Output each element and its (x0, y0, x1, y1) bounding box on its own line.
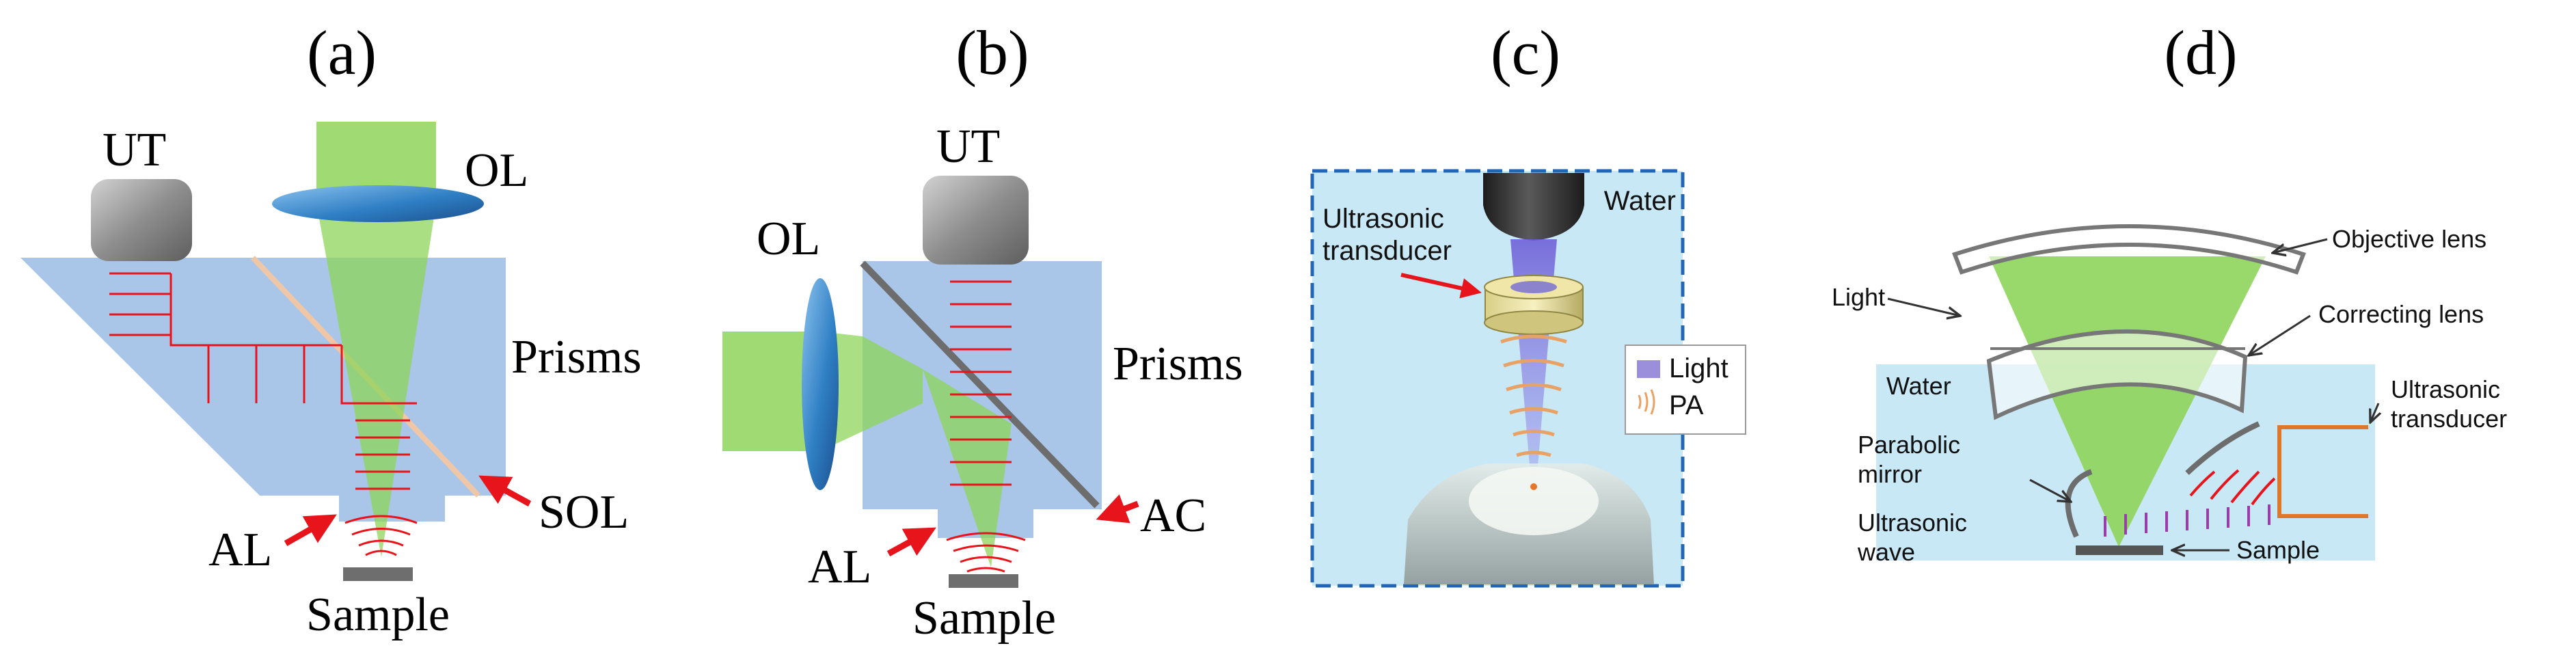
sample-top-c (1469, 467, 1599, 535)
panel-c-tag: (c) (1491, 18, 1560, 87)
beam-b-cone (923, 369, 1012, 567)
label-prisms-b: Prisms (1113, 338, 1243, 390)
objective-c-icon (1483, 173, 1584, 241)
ring-transducer-icon (1484, 275, 1584, 335)
label-transducer-c-1: Ultrasonic (1323, 204, 1444, 234)
label-correcting-lens: Correcting lens (2318, 300, 2484, 328)
focus-point-c (1530, 483, 1537, 490)
label-sample-a: Sample (306, 589, 450, 641)
light-cone-d (1989, 256, 2266, 547)
legend-c: Light PA (1625, 345, 1746, 435)
acoustic-coupler (860, 260, 1100, 509)
label-prisms-a: Prisms (511, 331, 642, 383)
label-ol-a: OL (465, 144, 528, 197)
legend-light: Light (1669, 353, 1728, 383)
sample-a (343, 567, 413, 581)
reflected-wave-d (2189, 469, 2276, 506)
transducer-a-icon (91, 179, 192, 261)
ultrasonic-transducer-d-icon (2277, 425, 2368, 518)
label-sample-d: Sample (2236, 536, 2320, 564)
panel-a: (a) (21, 18, 642, 641)
label-ol-b: OL (757, 213, 820, 265)
acoustic-path-b (946, 280, 1026, 573)
transducer-b-icon (923, 176, 1029, 265)
label-transducer-d-1: Ultrasonic (2391, 375, 2500, 403)
sample-b (949, 574, 1018, 588)
label-ut-a: UT (103, 124, 166, 176)
label-ut-b: UT (936, 120, 1000, 173)
panel-d-tag: (d) (2164, 18, 2237, 87)
sol-arrow (478, 475, 532, 507)
label-light-d: Light (1832, 283, 1885, 311)
objective-lens-d-icon (1952, 224, 2306, 275)
label-objective-lens: Objective lens (2332, 225, 2486, 253)
transducer-arrow-d (2370, 403, 2378, 422)
objective-lens-a-icon (272, 185, 484, 222)
acoustic-path-a (109, 272, 418, 556)
panel-a-tag: (a) (307, 18, 377, 87)
label-transducer-d-2: transducer (2391, 405, 2507, 433)
panel-b: (b) (722, 18, 1243, 645)
panel-d: (d) (1832, 18, 2507, 566)
label-sample-b: Sample (912, 592, 1056, 645)
transducer-arrow-c (1400, 273, 1482, 299)
legend-pa: PA (1669, 390, 1704, 420)
prism-a (21, 258, 506, 496)
panel-c: (c) Li (1310, 18, 1746, 588)
label-mirror-1: Parabolic (1858, 431, 1960, 459)
label-water-c: Water (1604, 186, 1676, 216)
beam-b-path (820, 332, 923, 451)
mirror-reflector-top (2185, 421, 2260, 475)
al-arrow-b (886, 527, 936, 556)
label-wave-1: Ultrasonic (1858, 509, 1967, 537)
objective-lens-b-icon (802, 278, 839, 490)
label-mirror-2: mirror (1858, 460, 1922, 488)
panel-b-tag: (b) (955, 18, 1029, 87)
legend-pa-swatch (1638, 389, 1655, 415)
objective-lens-arrow (2273, 238, 2328, 253)
correcting-lens-arrow (2249, 314, 2311, 355)
light-arrow (1887, 297, 1960, 316)
beam-a-cone (316, 204, 436, 557)
al-arrow-a (284, 514, 337, 546)
ac-arrow (1096, 494, 1139, 524)
label-al-a: AL (208, 524, 272, 576)
ultrasonic-wave-d (2104, 504, 2270, 537)
label-water-d: Water (1886, 372, 1951, 400)
mirror-arrow (2029, 478, 2071, 502)
correcting-lens-d-icon (1986, 329, 2248, 420)
sample-d (2076, 545, 2163, 555)
label-ac: AC (1140, 489, 1206, 542)
label-al-b: AL (808, 541, 871, 593)
label-wave-2: wave (1857, 538, 1915, 566)
legend-light-swatch (1637, 360, 1660, 378)
label-sol: SOL (539, 486, 629, 539)
label-transducer-c-2: transducer (1323, 236, 1452, 266)
